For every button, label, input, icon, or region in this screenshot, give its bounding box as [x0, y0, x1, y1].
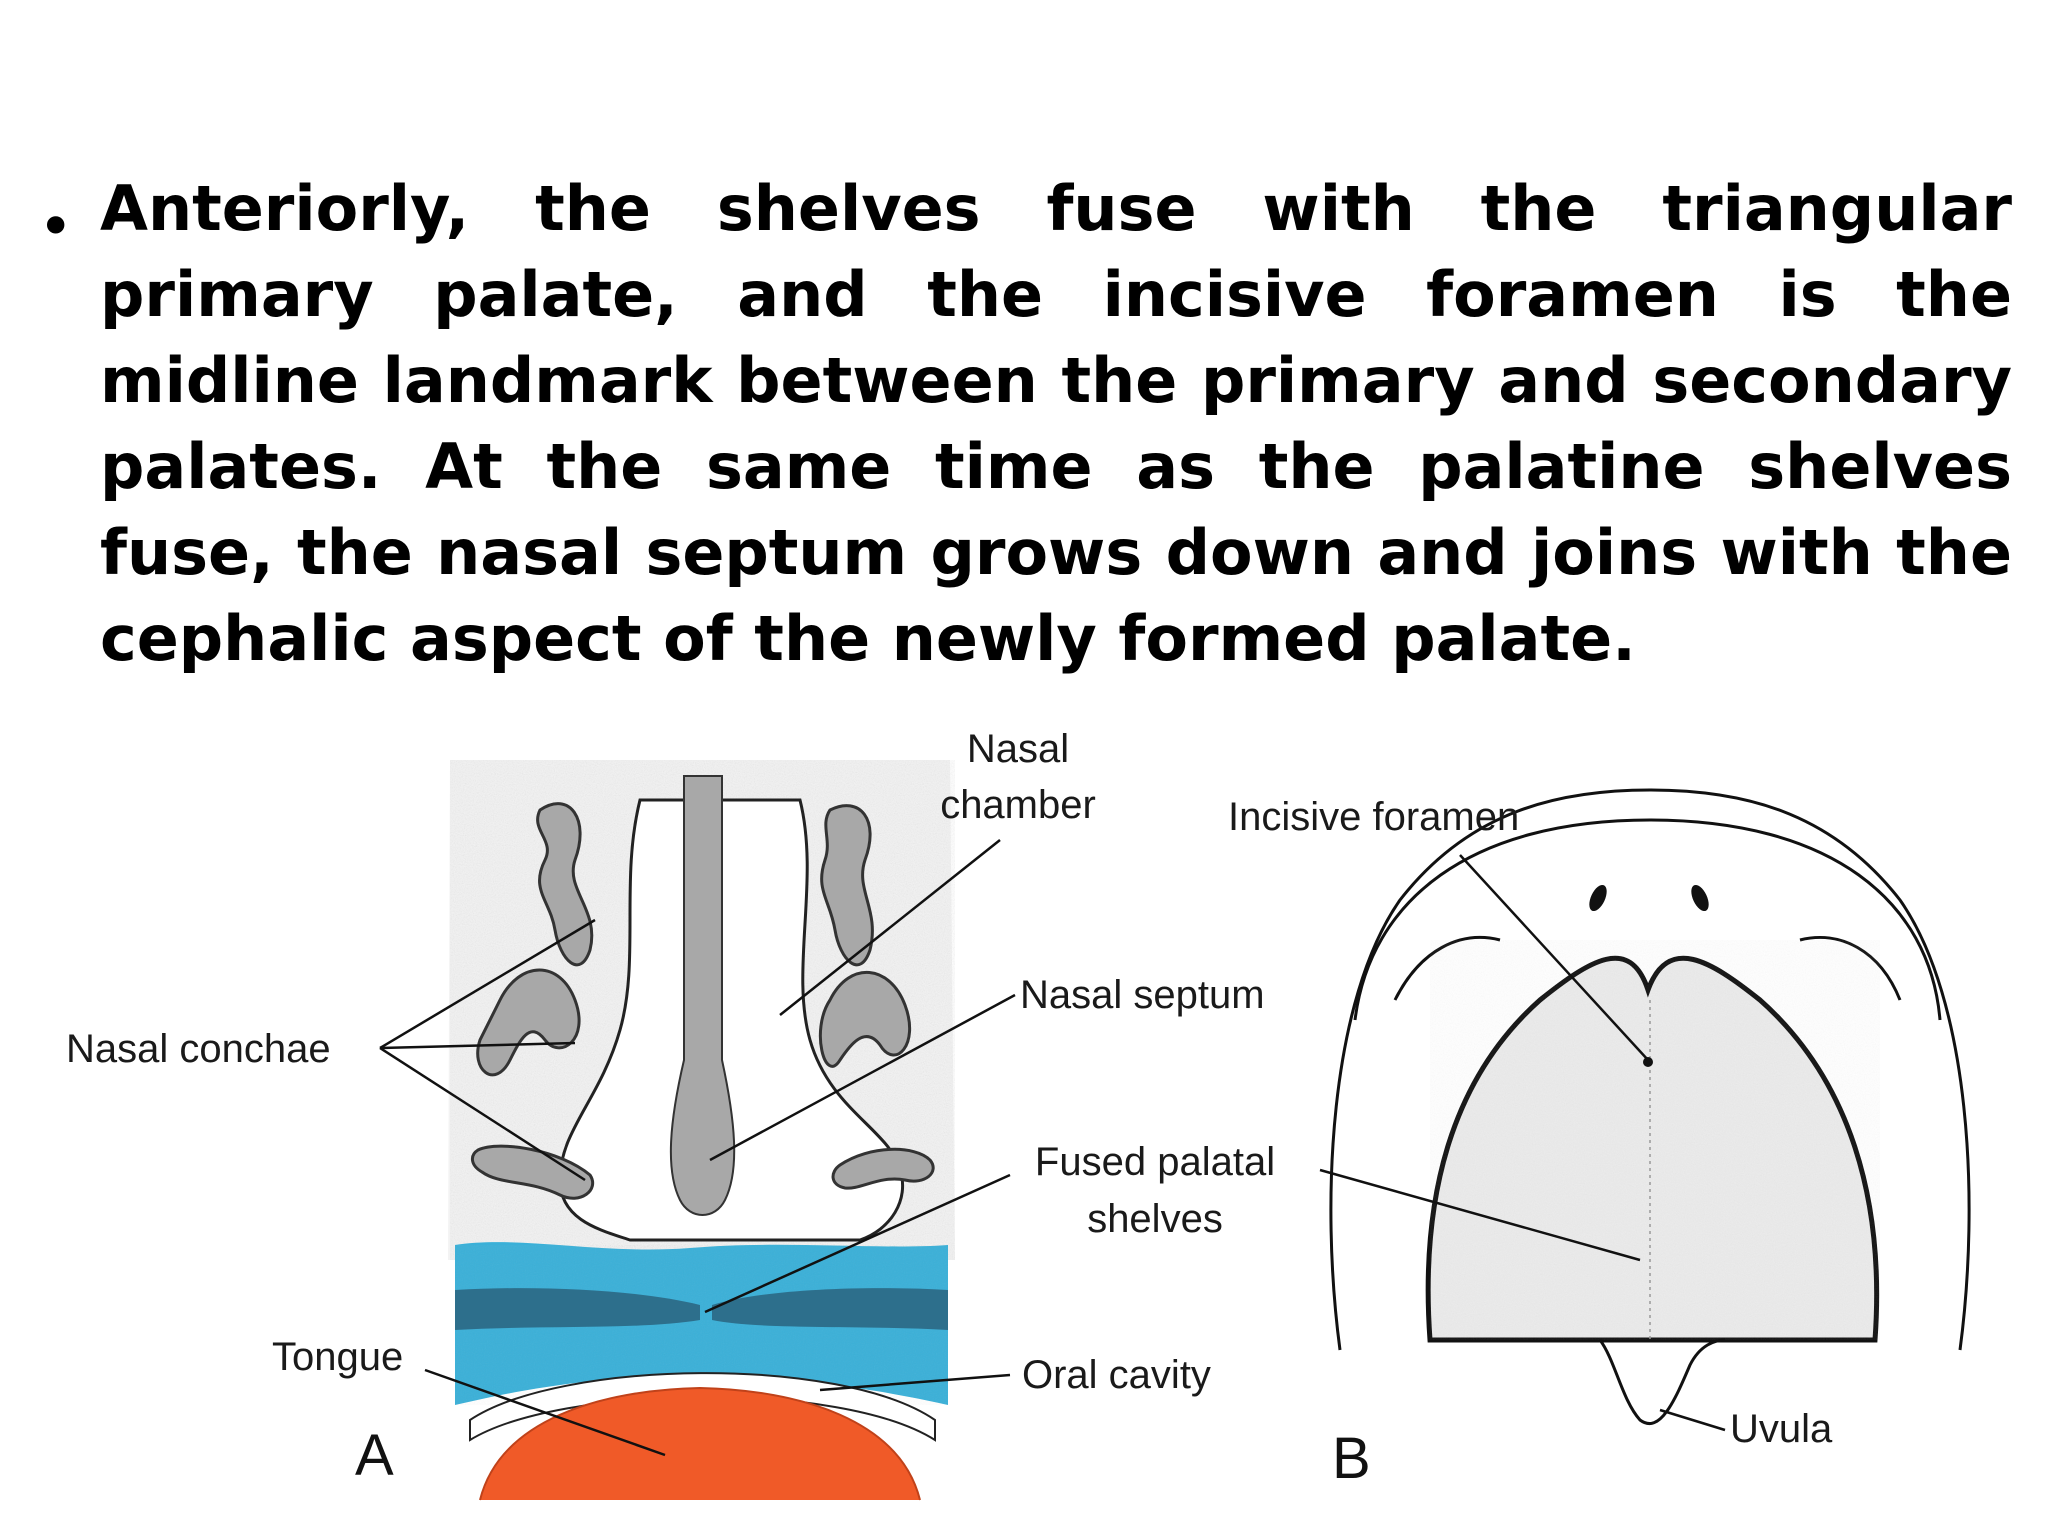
left-palatal-shelf: [455, 1288, 700, 1330]
right-upper-concha: [820, 804, 874, 967]
label-fused-shelves-line2: shelves: [1087, 1197, 1223, 1241]
panel-a: Nasal chamber Nasal conchae Nasal septum…: [66, 727, 1275, 1501]
nasal-septum-shape: [669, 775, 736, 1216]
palate-figure: Nasal chamber Nasal conchae Nasal septum…: [0, 700, 2048, 1536]
label-nasal-chamber-line2: chamber: [940, 783, 1096, 827]
leader-fused-shelves: [704, 1173, 1011, 1314]
right-middle-concha: [818, 971, 912, 1068]
left-upper-concha: [536, 802, 594, 967]
left-nostril: [1589, 884, 1607, 912]
right-lower-concha: [831, 1147, 935, 1190]
label-uvula: Uvula: [1730, 1407, 1833, 1451]
label-nasal-conchae: Nasal conchae: [66, 1027, 331, 1071]
panel-a-leader-lines: [379, 839, 1016, 1457]
label-tongue: Tongue: [272, 1335, 403, 1379]
body-paragraph: Anteriorly, the shelves fuse with the tr…: [100, 172, 2012, 675]
tongue-shape: [480, 1388, 920, 1500]
nasal-cavity-outline: [558, 798, 905, 1242]
panel-b: Incisive foramen Uvula B: [1228, 788, 1971, 1491]
panel-a-letter: A: [355, 1423, 394, 1488]
bullet-dot: •: [38, 192, 74, 262]
outer-head-outline: [1329, 788, 1971, 1351]
leader-oral-cavity: [819, 1373, 1011, 1392]
leader-fused-shelves-b: [1319, 1168, 1641, 1262]
left-middle-concha: [476, 968, 581, 1077]
leader-tongue: [424, 1368, 666, 1457]
palate-texture: [1430, 940, 1880, 1340]
leader-nasal-chamber: [779, 839, 1001, 1016]
right-palatal-shelf: [712, 1288, 948, 1330]
label-fused-shelves-line1: Fused palatal: [1035, 1140, 1275, 1184]
leader-conchae-2: [379, 1041, 576, 1050]
leader-conchae-3: [379, 1046, 586, 1182]
leader-incisive-foramen: [1459, 854, 1649, 1061]
label-incisive-foramen: Incisive foramen: [1228, 795, 1519, 839]
right-nostril: [1691, 884, 1709, 912]
tongue-outline: [479, 1386, 921, 1501]
incisive-foramen-point: [1643, 1057, 1653, 1067]
leader-conchae-1: [379, 918, 596, 1050]
panel-b-leader-lines: [1319, 854, 1726, 1432]
label-oral-cavity: Oral cavity: [1022, 1353, 1211, 1397]
inner-arch-outline: [1353, 818, 1942, 1021]
label-nasal-septum: Nasal septum: [1020, 973, 1265, 1017]
label-nasal-chamber-line1: Nasal: [967, 727, 1069, 771]
leader-uvula: [1659, 1408, 1726, 1432]
leader-nasal-septum: [709, 993, 1016, 1162]
panel-b-letter: B: [1332, 1426, 1371, 1491]
palate-diagram: Nasal chamber Nasal conchae Nasal septum…: [66, 727, 1971, 1501]
uvula-shape: [1598, 1338, 1726, 1426]
